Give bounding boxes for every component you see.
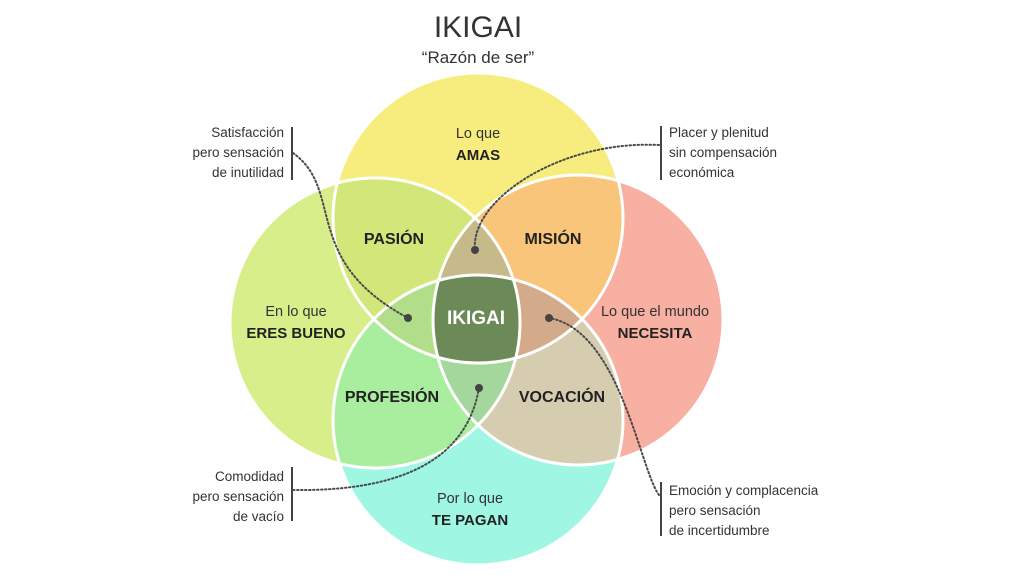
- amas-line2: AMAS: [456, 147, 500, 164]
- te-pagan-line2: TE PAGAN: [432, 512, 508, 529]
- profesion-label: PROFESIÓN: [345, 387, 439, 406]
- pasion-label: PASIÓN: [364, 229, 424, 248]
- annotation-bottom-right-1: Emoción y complacencia: [669, 483, 819, 498]
- connector-top-left: [292, 152, 409, 319]
- necesita-line2: NECESITA: [618, 325, 693, 342]
- necesita-line1: Lo que el mundo: [601, 304, 709, 320]
- annotation-bottom-left-2: pero sensación: [192, 489, 284, 504]
- eres-bueno-line2: ERES BUENO: [246, 325, 346, 342]
- annotation-top-left-2: pero sensación: [192, 145, 284, 160]
- region-profesion: [333, 275, 520, 468]
- annotation-bottom-left-1: Comodidad: [215, 469, 284, 484]
- annotation-top-right-2: sin compensación: [669, 145, 777, 160]
- connector-dot: [471, 246, 479, 254]
- lens-right: [433, 275, 623, 363]
- diagram-title: IKIGAI: [434, 11, 522, 44]
- connector-dot: [404, 314, 412, 322]
- annotation-bottom-right-3: de incertidumbre: [669, 523, 770, 538]
- annotation-top-left-3: de inutilidad: [212, 165, 284, 180]
- connector-dot: [475, 384, 483, 392]
- vocacion-label: VOCACIÓN: [519, 387, 605, 406]
- connector-bottom-right: [548, 317, 660, 496]
- diagram-subtitle: “Razón de ser”: [422, 48, 535, 67]
- connector-top-right: [473, 143, 660, 251]
- eres-bueno-line1: En lo que: [265, 304, 326, 320]
- annotation-bottom-left-3: de vacío: [233, 509, 284, 524]
- annotation-top-right-1: Placer y plenitud: [669, 125, 769, 140]
- amas-line1: Lo que: [456, 126, 500, 142]
- mision-label: MISIÓN: [525, 229, 582, 248]
- annotation-top-right-3: económica: [669, 165, 735, 180]
- ikigai-center-label: IKIGAI: [447, 308, 505, 329]
- connector-dot: [545, 314, 553, 322]
- te-pagan-line1: Por lo que: [437, 491, 503, 507]
- annotation-top-left-1: Satisfacción: [211, 125, 284, 140]
- connector-bottom-left: [292, 387, 480, 492]
- annotation-bottom-right-2: pero sensación: [669, 503, 761, 518]
- lens-lower: [433, 275, 520, 465]
